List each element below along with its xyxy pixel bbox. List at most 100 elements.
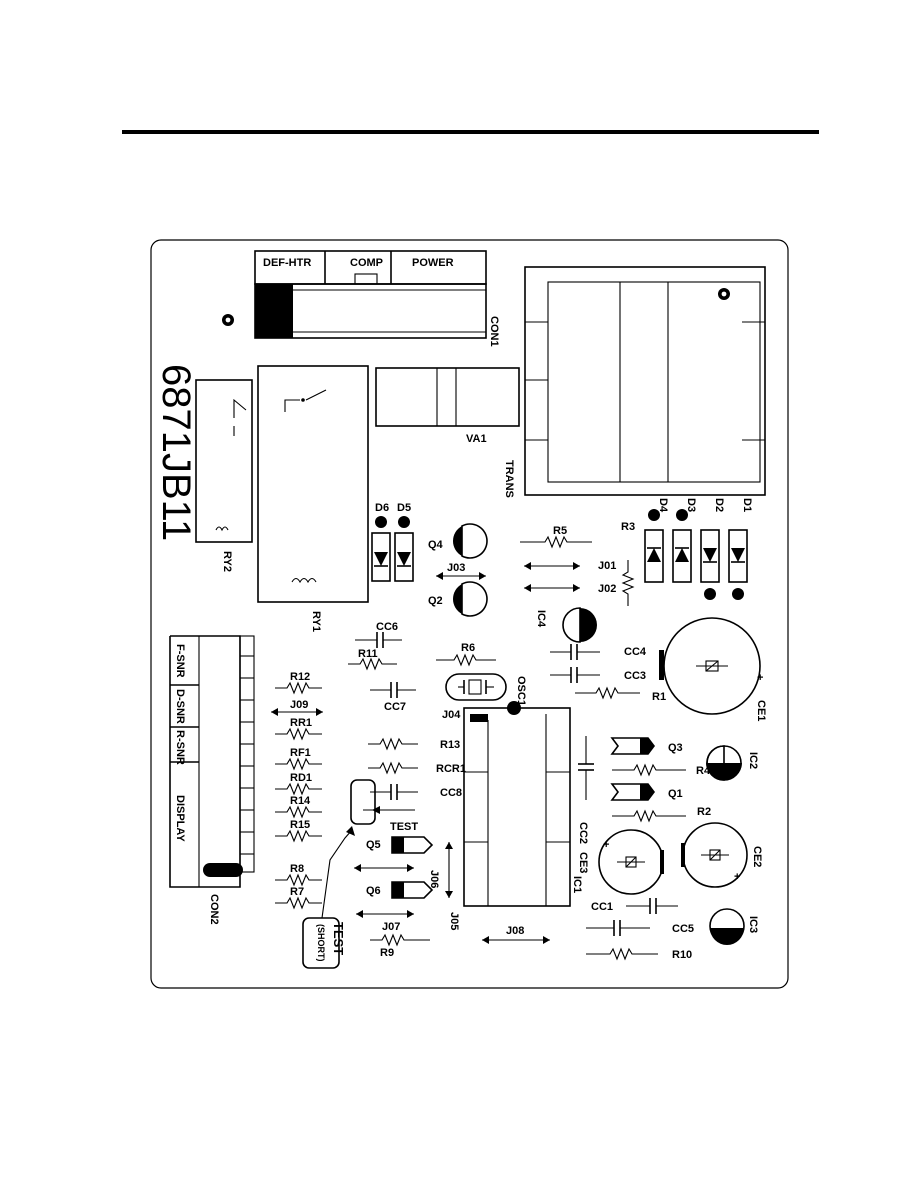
capacitor-cc2: CC2 [577,736,594,844]
jumper-label: J01 [598,560,616,572]
diode-label: D4 [657,498,669,513]
resistor-r5: R5 [520,525,592,549]
resistor-r7: R7 [275,886,322,910]
jumper-label: J08 [506,925,524,937]
capacitor-cc5: CC5 [586,920,694,936]
diode-d3: D3 [672,498,697,583]
resistor-label: R9 [380,947,394,959]
terminal-label: DISPLAY [174,795,186,842]
diode-label: D6 [375,502,389,514]
jumper-label: J07 [382,921,400,933]
capacitor-label: CC2 [577,822,589,844]
transistor-label: Q6 [366,885,381,897]
resistor-rr1: RR1 [275,717,322,741]
resistor-r13: R13 [368,737,460,751]
transistor-q1: Q1 [610,783,683,801]
diode-label: D2 [713,498,725,512]
varistor-va1: VA1 [375,367,520,445]
terminal-label: D-SNR [174,689,186,724]
capacitor-label: CC5 [672,923,694,935]
resistor-label: R14 [290,795,311,807]
jumper-label: J09 [290,699,308,711]
terminal-label: R-SNR [174,730,186,765]
ic-label: IC2 [747,752,759,769]
transistor-q3: Q3 [610,737,683,755]
resistor-r9: R9 [370,933,430,959]
resistor-r1: R1 [575,686,666,703]
resistor-r10: R10 [586,947,692,961]
resistor-r12: R12 [275,671,322,695]
resistor-r11: R11 [348,648,397,671]
diode-label: D3 [685,498,697,512]
resistor-r6: R6 [436,642,496,667]
ic-ic3: IC3 [709,908,759,945]
resistor-rd1: RD1 [275,772,322,796]
relay-label: RY1 [310,611,322,632]
header-rule [122,130,819,134]
varistor-label: VA1 [466,433,487,445]
diode-d4: D4 [644,498,669,583]
terminal-label: DEF-HTR [263,257,311,269]
board-code: 6871JB11 [154,364,198,541]
resistor-label: R3 [621,521,635,533]
jumper-arrow-q6 [354,864,414,872]
oscillator-osc1: OSC1 [445,673,527,706]
jumper-j06: J06 [428,842,453,898]
transformer-trans: TRANS [503,266,766,498]
resistor-label: R5 [553,525,567,537]
relay-ry1: RY1 [257,365,369,632]
test-label: TEST [390,821,418,833]
electrolytic-cap-ce2: + CE2 [681,822,763,888]
capacitor-label: CC1 [591,901,613,913]
jumper-label: J06 [428,870,440,888]
transistor-label: Q3 [668,742,683,754]
capacitor-label: CC4 [624,646,647,658]
resistor-label: R2 [697,806,711,818]
diode-d6: D6 [371,502,391,582]
transistor-q6: Q6 [366,881,434,899]
resistor-r8: R8 [275,863,322,887]
resistor-label: R10 [672,949,692,961]
resistor-label: R11 [358,648,378,660]
ic-label: IC3 [747,916,759,933]
capacitor-label: CC6 [376,621,398,633]
capacitor-cc4: CC4 [550,644,647,660]
polarity-mark: + [603,839,609,851]
resistor-label: R13 [440,739,460,751]
capacitor-cc3: CC3 [550,667,646,683]
jumper-label: J02 [598,583,616,595]
board-outline [150,239,789,989]
transistor-label: Q4 [428,539,444,551]
resistor-label: R1 [652,691,666,703]
jumper-label: J04 [442,709,461,721]
transistor-q4: Q4 [428,523,488,559]
resistor-r3: R3 [621,521,635,606]
capacitor-label: CC8 [440,787,462,799]
transistor-label: Q1 [668,788,683,800]
transistor-label: Q2 [428,595,443,607]
jumper-j03: J03 [436,562,486,580]
jumper-j08: J08 [482,925,550,944]
jumper-j02: J02 [524,583,616,595]
resistor-label: R8 [290,863,304,875]
ic-ic2: IC2 [706,745,759,781]
test-short-label: (SHORT) [316,924,326,962]
resistor-label: R7 [290,886,304,898]
terminal-label: POWER [412,257,454,269]
resistor-label: RF1 [290,747,311,759]
capacitor-cc7: CC7 [370,682,416,713]
ic-ic4: IC4 [535,607,597,643]
resistor-label: RR1 [290,717,312,729]
diode-d5: D5 [394,502,414,582]
resistor-r14: R14 [275,795,322,819]
capacitor-label: CC3 [624,670,646,682]
resistor-label: R6 [461,642,475,654]
diode-d1: D1 [728,498,753,600]
resistor-label: RCR1 [436,763,466,775]
transformer-label: TRANS [503,460,515,498]
diode-label: D5 [397,502,411,514]
resistor-r15: R15 [275,819,322,843]
jumper-label: J03 [447,562,465,574]
resistor-label: RD1 [290,772,312,784]
capacitor-label: CE2 [751,846,763,867]
